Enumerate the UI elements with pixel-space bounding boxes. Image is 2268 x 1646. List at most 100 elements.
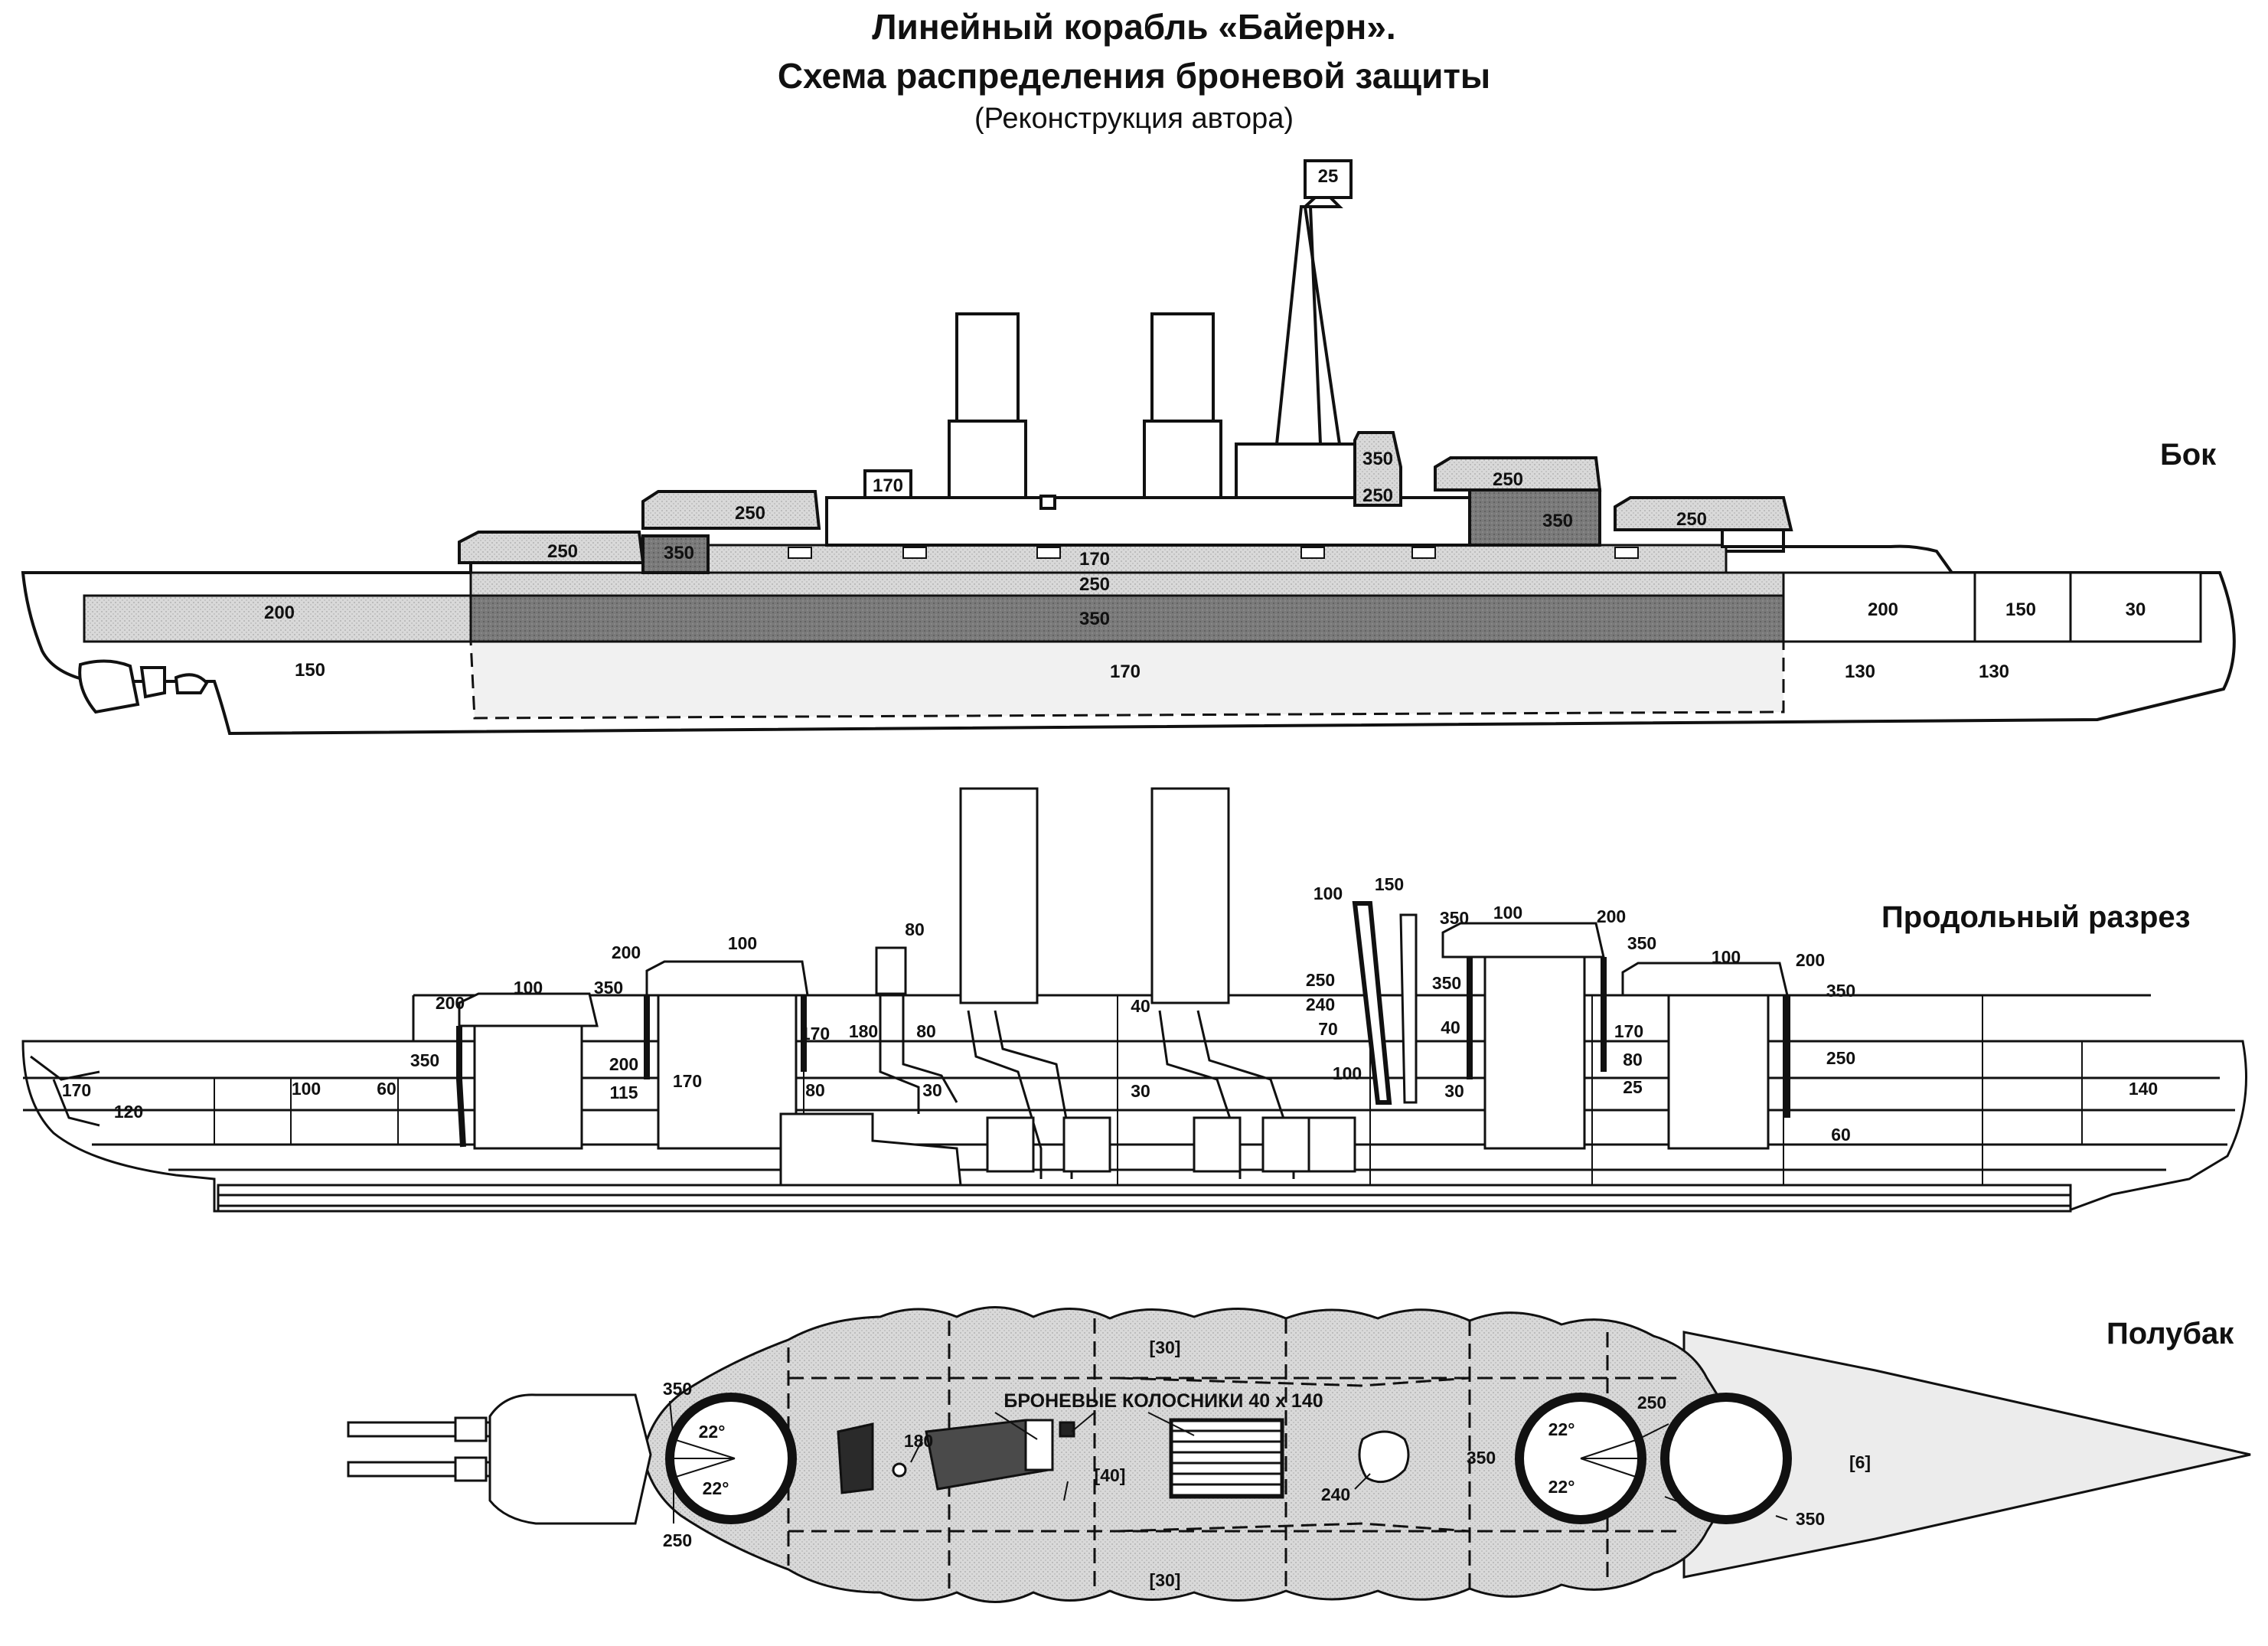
section-label-34: 170 [1614, 1021, 1643, 1041]
section-turret-2 [645, 960, 809, 997]
section-label-8: 100 [514, 978, 543, 998]
section-barbette-4 [1667, 994, 1770, 1150]
section-label-10: 200 [612, 942, 641, 962]
section-label-32: 350 [1627, 933, 1656, 953]
section-label-6: 115 [609, 1083, 638, 1102]
section-label-2: 100 [292, 1079, 321, 1099]
fc-angle-3: 22° [1548, 1419, 1575, 1439]
forecastle-view [347, 1306, 2251, 1603]
label-lower-fore: 150 [295, 660, 325, 681]
fc-deck-aft: [30] [1150, 1570, 1181, 1590]
label-turret-a-front: 250 [547, 541, 578, 562]
label-tower-top: 25 [1318, 166, 1339, 187]
section-label-0: 170 [62, 1080, 91, 1100]
fc-barbette-a-bottom: 250 [663, 1530, 692, 1550]
section-label-14: 180 [849, 1021, 878, 1041]
section-view [21, 787, 2247, 1213]
section-label-11: 100 [728, 933, 757, 953]
section-label-5: 200 [609, 1054, 638, 1074]
label-barbette-b: 350 [1542, 511, 1573, 531]
section-label-15: 80 [916, 1021, 936, 1041]
label-casemate: 170 [873, 475, 903, 496]
side-barbette-b [1468, 488, 1601, 547]
label-conning-lower: 250 [1362, 485, 1393, 506]
fc-barbette-a-top: 350 [663, 1379, 692, 1399]
section-label-13: 170 [801, 1024, 830, 1043]
section-view-labels: 170 120 100 60 350 200 115 200 100 350 2… [62, 874, 2158, 1145]
section-label-39: 350 [1826, 981, 1855, 1001]
section-label-30: 100 [1493, 903, 1522, 923]
section-turret-4 [1621, 962, 1789, 997]
forecastle-grating-left [837, 1422, 874, 1494]
side-tripod [1274, 205, 1323, 446]
fc-deck-fore: [30] [1150, 1337, 1181, 1357]
label-belt-aft-1: 200 [1868, 599, 1898, 620]
fc-barbette-c-left: 350 [1467, 1448, 1496, 1468]
forecastle-barbette-d [1660, 1393, 1792, 1524]
section-turret-3 [1441, 922, 1605, 959]
label-turret-a-rear: 250 [735, 503, 765, 524]
fc-angle-4: 22° [1548, 1477, 1575, 1497]
label-lower-aft-2: 130 [1979, 661, 2009, 682]
section-turret-1 [458, 992, 599, 1027]
section-label-forecastle: Полубак [2106, 1317, 2234, 1350]
section-label-side: Бок [2160, 438, 2217, 472]
fc-bow: [6] [1849, 1452, 1871, 1472]
fc-barbette-c-top: 250 [1637, 1393, 1666, 1412]
fc-barbette-d-bottom: 350 [1796, 1509, 1825, 1529]
section-label-29: 30 [1444, 1081, 1464, 1101]
diagram-note: (Реконструкция автора) [974, 103, 1294, 135]
section-label-41: 140 [2129, 1079, 2158, 1099]
label-belt-main: 350 [1079, 609, 1110, 629]
label-citadel: 170 [1079, 549, 1110, 570]
section-label-longitudinal: Продольный разрез [1881, 900, 2191, 934]
fc-gratings: БРОНЕВЫЕ КОЛОСНИКИ 40 х 140 [1003, 1390, 1323, 1412]
section-label-38: 200 [1796, 950, 1825, 970]
section-label-26: 70 [1318, 1019, 1338, 1039]
side-belt-upper [469, 571, 1785, 597]
label-belt-aft-2: 150 [2005, 599, 2036, 620]
section-label-7: 200 [436, 993, 465, 1013]
side-turret-a [458, 531, 645, 564]
label-belt-fore: 200 [264, 603, 295, 623]
fc-angle-2: 22° [703, 1478, 729, 1498]
side-funnel-2 [1150, 312, 1215, 423]
section-barbette-1 [473, 1024, 583, 1150]
section-label-1: 120 [114, 1102, 143, 1122]
section-label-20: 30 [1131, 1081, 1150, 1101]
label-barbette-a: 350 [664, 543, 694, 563]
section-label-24: 250 [1306, 970, 1335, 990]
side-belt-main [469, 594, 1785, 643]
section-label-17: 80 [805, 1080, 825, 1100]
side-lower-belt [469, 640, 1785, 720]
side-rudder [78, 659, 140, 714]
section-label-40: 250 [1826, 1048, 1855, 1068]
section-label-9: 350 [594, 978, 623, 998]
section-label-16: 80 [905, 919, 925, 939]
section-funnel-1 [959, 787, 1039, 1004]
label-lower-aft-1: 130 [1845, 661, 1875, 682]
side-turret-a2 [641, 490, 821, 530]
side-view [21, 159, 2236, 736]
section-label-12: 170 [673, 1071, 702, 1091]
forecastle-hatch [892, 1462, 907, 1478]
label-turret-b-rear: 250 [1676, 509, 1707, 530]
section-barbette-2 [657, 994, 798, 1150]
section-double-bottom [217, 1184, 2072, 1213]
section-label-36: 25 [1623, 1077, 1643, 1097]
section-label-37: 100 [1712, 947, 1741, 967]
forecastle-view-labels: [30] [30] [40] [6] БРОНЕВЫЕ КОЛОСНИКИ 40… [663, 1337, 1871, 1590]
label-lower-mid: 170 [1110, 661, 1141, 682]
forecastle-turret-house [488, 1393, 652, 1525]
label-conning-upper: 350 [1362, 449, 1393, 469]
section-label-33: 350 [1432, 973, 1461, 993]
label-belt-upper: 250 [1079, 574, 1110, 595]
side-conning-tower [1353, 431, 1402, 507]
label-belt-aft-3: 30 [2126, 599, 2146, 620]
section-label-18: 30 [922, 1080, 942, 1100]
diagram-subtitle: Схема распределения броневой защиты [777, 56, 1491, 96]
fc-angle-1: 22° [699, 1422, 726, 1442]
section-label-22: 150 [1375, 874, 1404, 894]
fc-hatch: 180 [904, 1431, 933, 1451]
